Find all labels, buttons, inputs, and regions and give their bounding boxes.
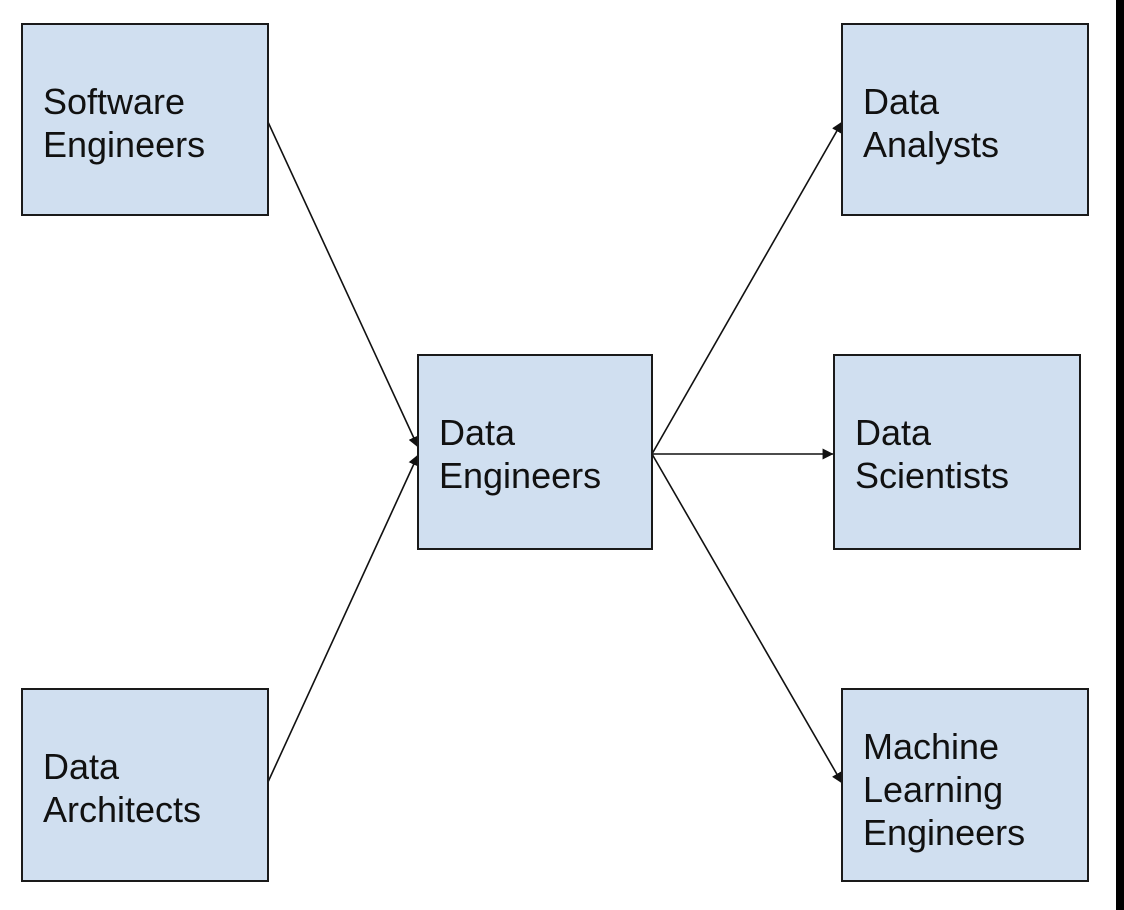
- edge-data-engineers-to-analysts: [651, 121, 843, 455]
- node-label-line: Architects: [43, 789, 202, 830]
- node-data-analysts: Data Analysts: [841, 23, 1089, 216]
- node-label-line: Machine: [863, 726, 1000, 767]
- node-label-line: Data: [43, 746, 120, 787]
- node-label-line: Data: [855, 412, 932, 453]
- node-label-line: Data: [439, 412, 516, 453]
- node-label-line: Learning: [863, 769, 1004, 810]
- edge-software-to-data-engineers: [267, 121, 419, 448]
- edge-data-engineers-to-ml-engineers: [651, 453, 843, 784]
- node-label-line: Scientists: [855, 455, 1010, 496]
- node-data-architects-label: Data Architects: [43, 745, 261, 831]
- node-label-line: Analysts: [863, 124, 1000, 165]
- node-data-scientists-label: Data Scientists: [855, 411, 1073, 497]
- node-ml-engineers: Machine Learning Engineers: [841, 688, 1089, 882]
- edge-architects-to-data-engineers: [267, 454, 419, 783]
- node-software-engineers-label: Software Engineers: [43, 80, 261, 166]
- node-data-analysts-label: Data Analysts: [863, 80, 1081, 166]
- node-label-line: Engineers: [43, 124, 206, 165]
- right-edge-bar: [1116, 0, 1124, 910]
- node-software-engineers: Software Engineers: [21, 23, 269, 216]
- node-data-engineers: Data Engineers: [417, 354, 653, 550]
- node-data-scientists: Data Scientists: [833, 354, 1081, 550]
- node-data-engineers-label: Data Engineers: [439, 411, 645, 497]
- node-label-line: Software: [43, 81, 186, 122]
- node-label-line: Engineers: [863, 812, 1026, 853]
- node-label-line: Data: [863, 81, 940, 122]
- node-data-architects: Data Architects: [21, 688, 269, 882]
- node-ml-engineers-label: Machine Learning Engineers: [863, 725, 1081, 854]
- node-label-line: Engineers: [439, 455, 602, 496]
